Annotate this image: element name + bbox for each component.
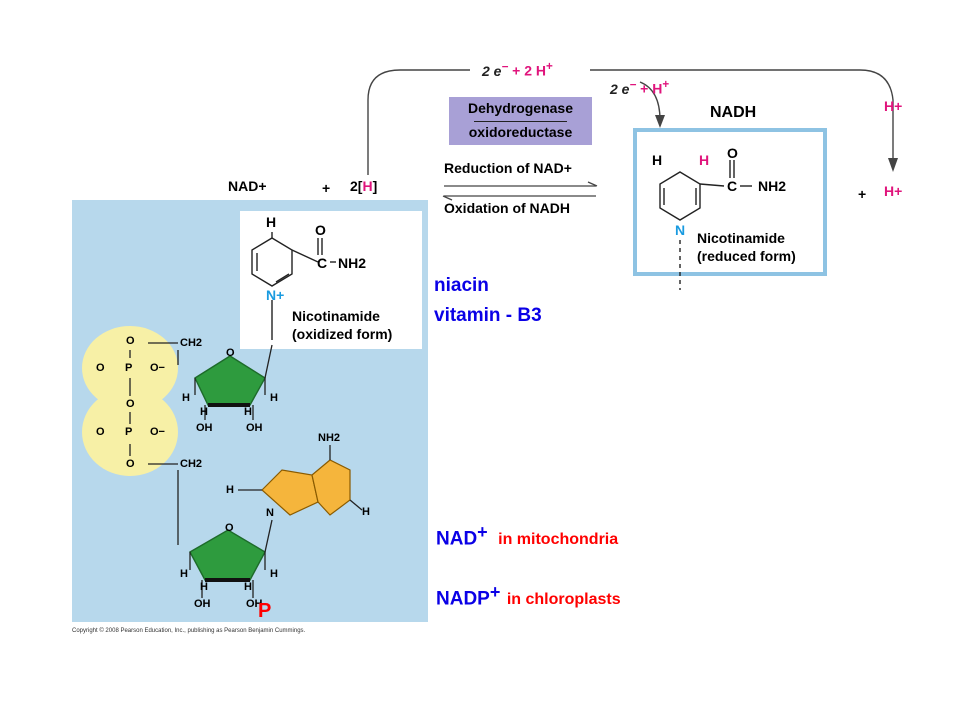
vitamin-line1: niacin: [434, 275, 489, 296]
bb-h-ur2: H: [270, 392, 278, 404]
bb-o-bridge: O: [126, 398, 135, 410]
ox-n-plus-atom: N+: [266, 287, 285, 303]
bb-o-left2: O: [96, 426, 105, 438]
bb-n-ad: N: [266, 507, 274, 519]
red-nh2-atom: NH2: [758, 178, 787, 194]
bb-h-lr2: H: [270, 568, 278, 580]
side-electron-label: 2 e− + H+: [610, 78, 670, 97]
reversible-arrows: [444, 185, 596, 197]
two-hydrogen-label: 2[H]: [350, 178, 378, 194]
ox-name: Nicotinamide: [292, 308, 380, 324]
bb-ominus-2: O−: [150, 426, 165, 438]
bb-h-lr3: H: [200, 581, 208, 593]
bb-ch2-2: CH2: [180, 458, 203, 470]
arrow-head-right: [888, 158, 898, 172]
enzyme-name: Dehydrogenase: [467, 100, 574, 116]
bb-p-1: P: [125, 362, 133, 374]
nad-label-row: NAD+ in mitochondria: [436, 522, 619, 550]
oxidized-ring: [251, 232, 336, 340]
bb-h-lr4: H: [244, 581, 252, 593]
ox-c-atom: C: [317, 255, 328, 271]
red-o-atom: O: [727, 145, 738, 161]
ox-form: (oxidized form): [292, 326, 393, 342]
red-c-atom: C: [727, 178, 738, 194]
nadh-label: NADH: [710, 104, 757, 121]
nadp-label-row: NADP+ in chloroplasts: [436, 582, 621, 610]
bb-o-3: O: [126, 458, 135, 470]
reduced-nicotinamide-box: [633, 128, 827, 276]
enzyme-class: oxidoreductase: [468, 124, 573, 140]
copyright-line: Copyright © 2008 Pearson Education, Inc.…: [72, 628, 306, 634]
bb-h-ad2: H: [362, 506, 370, 518]
bb-h-ur4: H: [244, 406, 252, 418]
bb-oh-ur1: OH: [196, 422, 213, 434]
plus-sign-2: +: [858, 186, 867, 202]
bb-ominus-1: O−: [150, 362, 165, 374]
bb-h-lr1: H: [180, 568, 188, 580]
ox-h-atom: H: [266, 214, 277, 230]
reduced-ring: [659, 160, 752, 290]
upper-ribose: [194, 344, 273, 420]
arrow-head-nadh: [655, 115, 665, 128]
bb-oh-lr2: OH: [246, 598, 263, 610]
phosphate-backbone: [129, 342, 179, 545]
top-electron-label: 2 e− + 2 H+: [482, 60, 553, 79]
oxidized-nicotinamide-box: [240, 211, 422, 349]
bb-p-2: P: [125, 426, 133, 438]
reduction-label: Reduction of NAD+: [444, 160, 572, 176]
red-name: Nicotinamide: [697, 230, 785, 246]
bb-h-ur3: H: [200, 406, 208, 418]
adenine-base: [238, 445, 363, 516]
red-n-atom: N: [675, 222, 686, 238]
bb-o-1: O: [126, 335, 135, 347]
phosphate-oval-upper: [82, 326, 178, 410]
nad-plus-label: NAD+: [228, 178, 267, 194]
bb-h-ad1: H: [226, 484, 234, 496]
red-h2-atom: H: [699, 152, 710, 168]
proton-product: H+: [884, 183, 903, 199]
right-proton-label: H+: [884, 98, 903, 114]
bb-oh-ur2: OH: [246, 422, 263, 434]
phosphate-marker: P: [258, 600, 272, 622]
ox-nh2-atom: NH2: [338, 255, 367, 271]
ox-o-atom: O: [315, 222, 326, 238]
bb-h-ur1: H: [182, 392, 190, 404]
bb-nh2-adenine: NH2: [318, 432, 341, 444]
red-form: (reduced form): [697, 248, 796, 264]
bb-o-ring2: O: [225, 522, 234, 534]
phosphate-oval-lower: [82, 388, 178, 476]
enzyme-divider: [474, 121, 567, 122]
oxidation-label: Oxidation of NADH: [444, 200, 570, 216]
vitamin-line2: vitamin - B3: [434, 305, 542, 326]
lower-ribose: [189, 519, 273, 598]
red-h1-atom: H: [652, 152, 663, 168]
bb-oh-lr1: OH: [194, 598, 211, 610]
bb-o-ring1: O: [226, 347, 235, 359]
bb-o-left1: O: [96, 362, 105, 374]
plus-sign-1: +: [322, 180, 331, 196]
bb-ch2-1: CH2: [180, 337, 203, 349]
